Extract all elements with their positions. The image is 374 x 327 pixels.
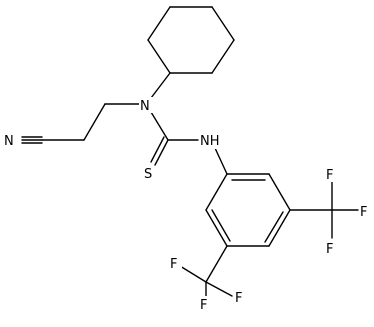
- trifluoromethyl-group-right: [289, 181, 359, 239]
- bond-nh-aryl: [214, 147, 228, 175]
- fluorine-label-2c: F: [235, 291, 242, 306]
- sulfur-label: S: [144, 167, 152, 182]
- cyclohexyl-ring: [147, 6, 235, 74]
- fluorine-label-1b: F: [360, 205, 367, 220]
- nh-label: NH: [200, 134, 220, 149]
- nitrile-nitrogen-label: N: [4, 134, 14, 149]
- benzene-ring: [205, 173, 291, 247]
- thione-double-bond: [150, 136, 169, 166]
- bond-ring-n: [150, 72, 171, 99]
- trifluoromethyl-group-left: [179, 245, 233, 297]
- bond-n-cs: [150, 111, 169, 141]
- fluorine-label-1c: F: [326, 242, 333, 257]
- fluorine-label-1a: F: [326, 168, 333, 183]
- bond-ch2-ch2: [83, 103, 106, 141]
- fluorine-label-2a: F: [170, 257, 177, 272]
- amine-nitrogen-label: N: [140, 99, 150, 114]
- nitrile-triple-bond: [21, 136, 43, 144]
- fluorine-label-2b: F: [200, 298, 207, 313]
